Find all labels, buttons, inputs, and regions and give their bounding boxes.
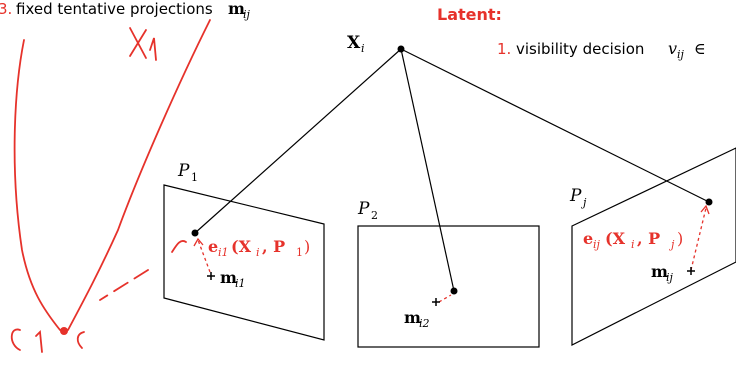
camera-j-subscript: j xyxy=(580,196,587,209)
error-1-close: ) xyxy=(304,237,310,256)
measurement-label-1: m i1 xyxy=(220,268,246,290)
measure-1-symbol: m xyxy=(220,268,237,287)
camera-2-subscript: 2 xyxy=(371,209,378,222)
measurement-label-j: m ij xyxy=(651,262,674,284)
point-x-symbol: X xyxy=(347,33,361,53)
error-1-mid-sub: 1 xyxy=(296,246,303,259)
measure-j-symbol: m xyxy=(651,262,668,281)
measure-j-subscript: ij xyxy=(666,271,674,284)
header-item: 3. fixed tentative projections m ij xyxy=(0,0,251,21)
handwritten-c-mark xyxy=(10,328,21,351)
latent-section: Latent: 1. visibility decision v ij ∈ xyxy=(437,5,706,61)
point-x-label: X i xyxy=(347,33,365,55)
header-item-number: 3. xyxy=(0,0,12,18)
measure-2-subscript: i2 xyxy=(419,317,430,330)
camera-center-dot xyxy=(60,327,68,335)
measurement-label-2: m i2 xyxy=(404,308,430,330)
error-j-arg-sub: i xyxy=(631,238,635,251)
error-j-subscript: ij xyxy=(593,238,601,251)
error-1-args: (X xyxy=(231,237,252,256)
camera-j-symbol: P xyxy=(569,186,582,206)
handwritten-x-mark xyxy=(129,27,147,59)
camera-1-subscript: 1 xyxy=(191,171,198,184)
error-vectors xyxy=(197,207,707,303)
error-vector-j xyxy=(690,207,707,271)
point-x-dot xyxy=(397,45,405,53)
latent-item-trailing: ∈ xyxy=(694,39,706,58)
error-j-close: ) xyxy=(677,229,683,248)
header-item-symbol: m xyxy=(228,0,245,18)
camera-labels: P 1 P 2 P j xyxy=(177,161,587,222)
latent-item-text: visibility decision xyxy=(516,40,644,58)
arrowhead-1 xyxy=(193,237,204,247)
image-plane-j xyxy=(571,147,736,346)
measure-2-symbol: m xyxy=(404,308,421,327)
image-plane-2 xyxy=(357,225,540,348)
error-label-j: e ij (X i , P j ) xyxy=(583,229,683,251)
ray-camera-j xyxy=(400,48,710,203)
camera-2-symbol: P xyxy=(357,199,370,219)
latent-heading: Latent: xyxy=(437,5,502,24)
measurement-markers xyxy=(207,267,695,306)
projected-points xyxy=(191,45,713,295)
header-item-text: fixed tentative projections xyxy=(16,0,213,18)
image-plane-1 xyxy=(163,184,325,341)
arrowhead-j xyxy=(700,204,710,215)
measure-1-subscript: i1 xyxy=(235,277,246,290)
error-1-mid: , P xyxy=(262,237,285,256)
handwritten-hook xyxy=(76,331,85,349)
handwritten-ray-right xyxy=(67,19,211,331)
error-j-mid-sub: j xyxy=(668,238,675,251)
error-j-args: (X xyxy=(605,229,626,248)
handwritten-stroke-near-p1 xyxy=(171,240,187,253)
projection-dot-j xyxy=(705,198,713,206)
header-item-subscript: ij xyxy=(243,8,251,21)
projection-dot-1 xyxy=(191,229,199,237)
projection-rays xyxy=(194,48,710,292)
camera-1-symbol: P xyxy=(177,161,190,181)
error-j-mid: , P xyxy=(637,229,660,248)
handwritten-ray-left xyxy=(13,39,61,331)
handwritten-c-subscript xyxy=(35,330,43,353)
latent-item-number: 1. xyxy=(497,40,511,58)
latent-item-symbol: v xyxy=(668,39,677,58)
point-x-subscript: i xyxy=(361,42,365,55)
ray-camera-1 xyxy=(194,48,402,234)
latent-item-subscript: ij xyxy=(677,48,685,61)
error-arrowheads xyxy=(193,204,710,247)
error-1-arg-sub: i xyxy=(256,246,260,259)
handwritten-x-subscript xyxy=(149,37,157,61)
projection-dot-2 xyxy=(450,287,458,295)
error-label-1: e i1 (X i , P 1 ) xyxy=(208,237,310,259)
error-1-symbol: e xyxy=(208,237,218,256)
ray-camera-2 xyxy=(400,48,455,292)
image-planes xyxy=(163,147,736,348)
error-vector-2 xyxy=(438,294,452,303)
error-j-symbol: e xyxy=(583,229,593,248)
handwritten-dashed-ray xyxy=(99,269,149,301)
handwritten-annotations xyxy=(10,19,211,353)
error-1-subscript: i1 xyxy=(218,246,229,259)
